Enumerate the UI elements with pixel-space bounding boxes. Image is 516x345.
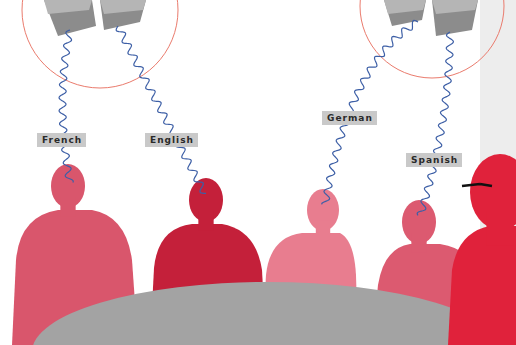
person-neck bbox=[198, 211, 213, 231]
language-name: German bbox=[327, 113, 373, 123]
interpreter-booth bbox=[100, 0, 146, 30]
person-neck bbox=[60, 197, 75, 217]
language-name: Spanish bbox=[411, 155, 458, 165]
signal-wave bbox=[59, 30, 73, 182]
booth-body bbox=[432, 0, 478, 36]
booth-face bbox=[384, 0, 426, 14]
language-label: French bbox=[37, 133, 86, 147]
participant-silhouette bbox=[448, 154, 516, 345]
booth-face bbox=[432, 0, 478, 14]
language-label: English bbox=[145, 133, 198, 147]
person-neck bbox=[411, 233, 426, 253]
language-label: Spanish bbox=[406, 153, 462, 167]
signal-wave bbox=[417, 32, 453, 215]
language-name: French bbox=[42, 135, 82, 145]
person-neck bbox=[316, 221, 330, 240]
booth-face bbox=[100, 0, 146, 14]
signal-wave bbox=[116, 26, 206, 193]
booth-body bbox=[100, 0, 146, 30]
booth-face bbox=[44, 0, 92, 14]
interpreter-booth bbox=[384, 0, 426, 26]
language-label: German bbox=[322, 111, 377, 125]
person-neck bbox=[487, 211, 514, 245]
language-name: English bbox=[150, 135, 194, 145]
booth-range-circle bbox=[22, 0, 178, 88]
booth-range-circle bbox=[360, 0, 504, 78]
round-table bbox=[32, 282, 504, 345]
signal-wave bbox=[322, 20, 418, 204]
interpreter-booth bbox=[432, 0, 478, 36]
booth-body bbox=[384, 0, 426, 26]
glasses bbox=[462, 184, 492, 186]
